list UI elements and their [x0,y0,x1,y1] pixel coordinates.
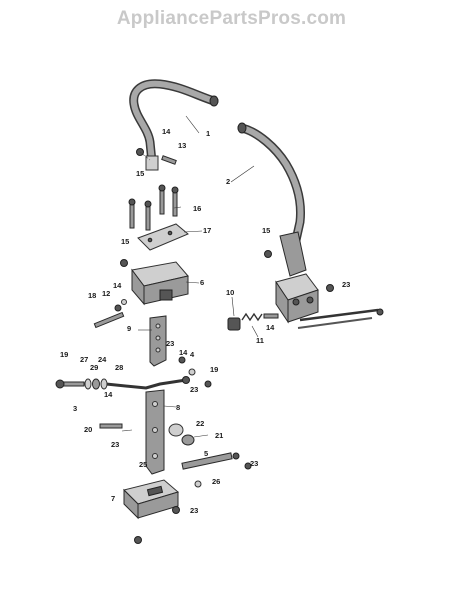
callout-14-right: 14 [266,323,275,332]
callout-14-lower: 14 [104,390,113,399]
callout-4: 4 [190,350,195,359]
bottom-nuts [134,506,180,544]
callout-27: 27 [80,355,88,364]
watermark-text: AppliancePartsPros.com [116,8,347,29]
callout-7: 7 [111,494,115,503]
callout-6: 6 [200,278,204,287]
part-5-shaft [181,452,252,470]
right-control-housing [275,231,319,324]
callout-1: 1 [206,129,210,138]
callout-3: 3 [73,404,77,413]
right-linkage-rods [297,284,384,329]
part-26-washer [194,480,202,488]
part-10-11-knob-spring [227,312,279,331]
callout-5: 5 [204,449,208,458]
callout-19-right: 19 [210,365,218,374]
callout-8: 8 [176,403,180,412]
part-16-bolts [128,184,179,231]
part-7-base-block [123,479,180,520]
part-17-plate [137,223,189,251]
part-15-nut-middle [120,259,128,267]
callout-26: 26 [212,477,220,486]
callout-22: 22 [196,419,204,428]
callout-20: 20 [84,425,92,434]
callout-leader-lines [121,115,259,438]
callout-14-top: 14 [162,127,171,136]
part-1-left-handle [129,79,219,171]
callout-16: 16 [193,204,201,213]
part-21-22-bushings [168,423,195,446]
callout-9: 9 [127,324,131,333]
callout-21: 21 [215,431,223,440]
part-6-left-housing [131,261,189,306]
callout-10: 10 [226,288,234,297]
part-15-nut-right [264,250,272,258]
callout-19-left: 19 [60,350,68,359]
callout-14-middle: 14 [179,348,188,357]
callout-29: 29 [90,363,98,372]
callout-15-middle: 15 [121,237,129,246]
part-2-right-handle [237,122,305,245]
callout-13: 13 [178,141,186,150]
callout-14-left: 14 [113,281,122,290]
callout-15-top: 15 [136,169,144,178]
part-9-bracket [149,315,167,367]
handle-1-hardware [136,148,177,165]
part-28-link-rod [105,376,190,390]
callout-25: 25 [139,460,147,469]
callout-23-lower-left: 23 [111,440,119,449]
callout-2: 2 [226,177,230,186]
callout-23-bottom: 23 [190,506,198,515]
callout-24: 24 [98,355,107,364]
part-19-bolt-left [55,379,85,389]
callout-11: 11 [256,336,264,345]
callout-18: 18 [88,291,96,300]
callout-12: 12 [102,289,110,298]
callout-labels: 1 2 3 4 5 6 7 8 9 10 11 12 13 14 14 14 1… [60,127,350,515]
part-24-27-29-spacers [84,378,108,390]
callout-17: 17 [203,226,211,235]
part-8-vertical-arm [145,389,165,475]
part-20-pin [99,423,123,429]
part-12-18-bolt-washer [93,299,127,329]
callout-15-right: 15 [262,226,270,235]
part-4-14-hardware [178,356,212,388]
callout-23-shaft: 23 [250,459,258,468]
callout-23-middle: 23 [166,339,174,348]
callout-23-right: 23 [342,280,350,289]
callout-28: 28 [115,363,123,372]
callout-23-arm: 23 [190,385,198,394]
